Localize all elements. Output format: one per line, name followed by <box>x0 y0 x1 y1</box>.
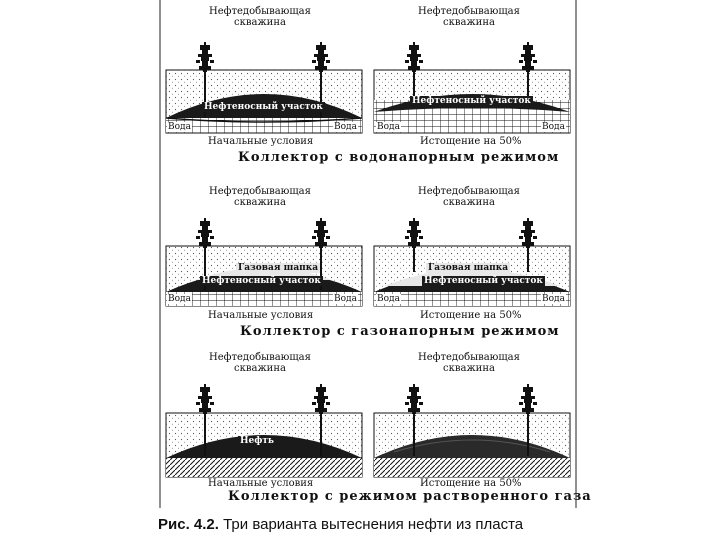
figure-caption: Рис. 4.2. Три варианта вытеснения нефти … <box>158 516 523 533</box>
gas-cap-label-p3: Газовая шапка <box>236 263 321 273</box>
row-caption-1: Коллектор с водонапорным режимом <box>238 150 560 165</box>
water-right-p1: Вода <box>333 122 358 132</box>
figure-caption-text: Три варианта вытеснения нефти из пласта <box>218 516 524 533</box>
sub-label-p3: Начальные условия <box>208 310 314 321</box>
well-label-line1: Нефтедобывающая <box>209 6 311 17</box>
water-left-p3: Вода <box>167 294 192 304</box>
well-label-line2: скважина <box>443 197 495 208</box>
zone-label-p4: Нефтеносный участок <box>422 276 545 286</box>
zone-label-p3: Нефтеносный участок <box>200 276 323 286</box>
row-caption-2: Коллектор с газонапорным режимом <box>240 324 560 339</box>
sub-label-p2: Истощение на 50% <box>420 136 522 147</box>
well-label-line2: скважина <box>234 197 286 208</box>
figure-caption-number: Рис. 4.2. <box>158 516 219 533</box>
zone-label-p1: Нефтеносный участок <box>202 102 325 112</box>
well-label-line1: Нефтедобывающая <box>418 352 520 363</box>
well-label-line2: скважина <box>443 17 495 28</box>
gas-cap-label-p4: Газовая шапка <box>426 263 511 273</box>
water-left-p4: Вода <box>376 294 401 304</box>
well-label-line1: Нефтедобывающая <box>418 6 520 17</box>
well-label-line1: Нефтедобывающая <box>209 186 311 197</box>
panel-6-dissolved-depleted <box>373 384 571 478</box>
well-label-p5: Нефтедобывающая скважина <box>195 352 325 374</box>
row-caption-3: Коллектор с режимом растворенного газа <box>228 489 592 504</box>
well-label-p6: Нефтедобывающая скважина <box>404 352 534 374</box>
well-label-line1: Нефтедобывающая <box>418 186 520 197</box>
water-left-p2: Вода <box>376 122 401 132</box>
water-left-p1: Вода <box>167 122 192 132</box>
zone-label-p2: Нефтеносный участок <box>410 96 533 106</box>
oil-label-p5: Нефть <box>238 436 277 446</box>
well-label-line2: скважина <box>234 17 286 28</box>
water-right-p2: Вода <box>541 122 566 132</box>
well-label-line2: скважина <box>234 363 286 374</box>
water-right-p3: Вода <box>333 294 358 304</box>
well-label-line1: Нефтедобывающая <box>209 352 311 363</box>
water-right-p4: Вода <box>541 294 566 304</box>
sub-label-p6: Истощение на 50% <box>420 478 522 489</box>
well-label-p3: Нефтедобывающая скважина <box>195 186 325 208</box>
sub-label-p5: Начальные условия <box>208 478 314 489</box>
sub-label-p1: Начальные условия <box>208 136 314 147</box>
well-label-p4: Нефтедобывающая скважина <box>404 186 534 208</box>
panel-5-dissolved-initial <box>165 384 363 478</box>
well-label-p2: Нефтедобывающая скважина <box>404 6 534 28</box>
well-label-line2: скважина <box>443 363 495 374</box>
sub-label-p4: Истощение на 50% <box>420 310 522 321</box>
well-label-p1: Нефтедобывающая скважина <box>195 6 325 28</box>
